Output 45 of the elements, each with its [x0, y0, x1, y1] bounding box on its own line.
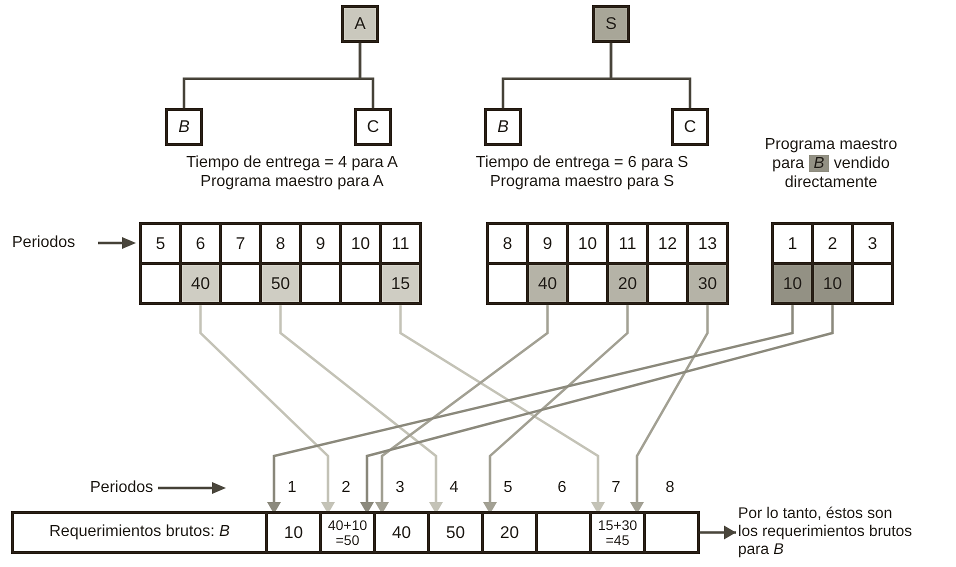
quantity-cell: 50	[259, 262, 302, 305]
quantity-cell: 20	[606, 262, 649, 305]
arrow	[700, 526, 736, 540]
period-number: 3	[394, 478, 406, 497]
arrow	[360, 305, 834, 514]
arrow	[279, 305, 443, 514]
row-label: Periodos	[12, 233, 76, 252]
quantity-cell: 10	[811, 262, 854, 305]
arrow	[630, 305, 709, 514]
arrow	[483, 305, 629, 514]
quantity-cell: 40	[179, 262, 222, 305]
note-text: Por lo tanto, éstos son los requerimientos brutos para B	[738, 505, 914, 559]
arrow	[375, 305, 549, 514]
connector-line	[358, 43, 374, 108]
period-number: 8	[664, 478, 676, 497]
quantity-cell: 15	[379, 262, 422, 305]
arrow	[399, 305, 605, 514]
period-number: 5	[502, 478, 514, 497]
lead-time-text: Tiempo de entrega = 6 para S	[474, 153, 690, 172]
item-box: C	[354, 108, 392, 146]
item-box: S	[592, 5, 630, 43]
item-box: B	[484, 108, 522, 146]
period-number: 4	[448, 478, 460, 497]
period-cell: 13	[686, 222, 729, 265]
schedule-title: Programa maestro para B vendido directamente	[764, 135, 898, 192]
period-cell: 3	[851, 222, 894, 265]
lead-time-text: Tiempo de entrega = 4 para A	[185, 153, 399, 172]
arrow	[199, 305, 335, 514]
schedule-title: Programa maestro para A	[199, 172, 385, 191]
row-label: Periodos	[90, 478, 154, 497]
period-number: 7	[610, 478, 622, 497]
period-cell: 11	[379, 222, 422, 265]
quantity-cell: 10	[771, 262, 814, 305]
quantity-cell: 30	[686, 262, 729, 305]
item-box: A	[341, 5, 379, 43]
period-number: 1	[286, 478, 298, 497]
period-number: 2	[340, 478, 352, 497]
period-number: 6	[556, 478, 568, 497]
schedule-title: Programa maestro para S	[488, 172, 676, 191]
item-box: C	[671, 108, 709, 146]
item-box: B	[165, 108, 203, 146]
arrow	[267, 305, 794, 514]
requirements-row	[11, 511, 700, 554]
connector-line	[610, 43, 692, 108]
quantity-cell: 40	[526, 262, 569, 305]
